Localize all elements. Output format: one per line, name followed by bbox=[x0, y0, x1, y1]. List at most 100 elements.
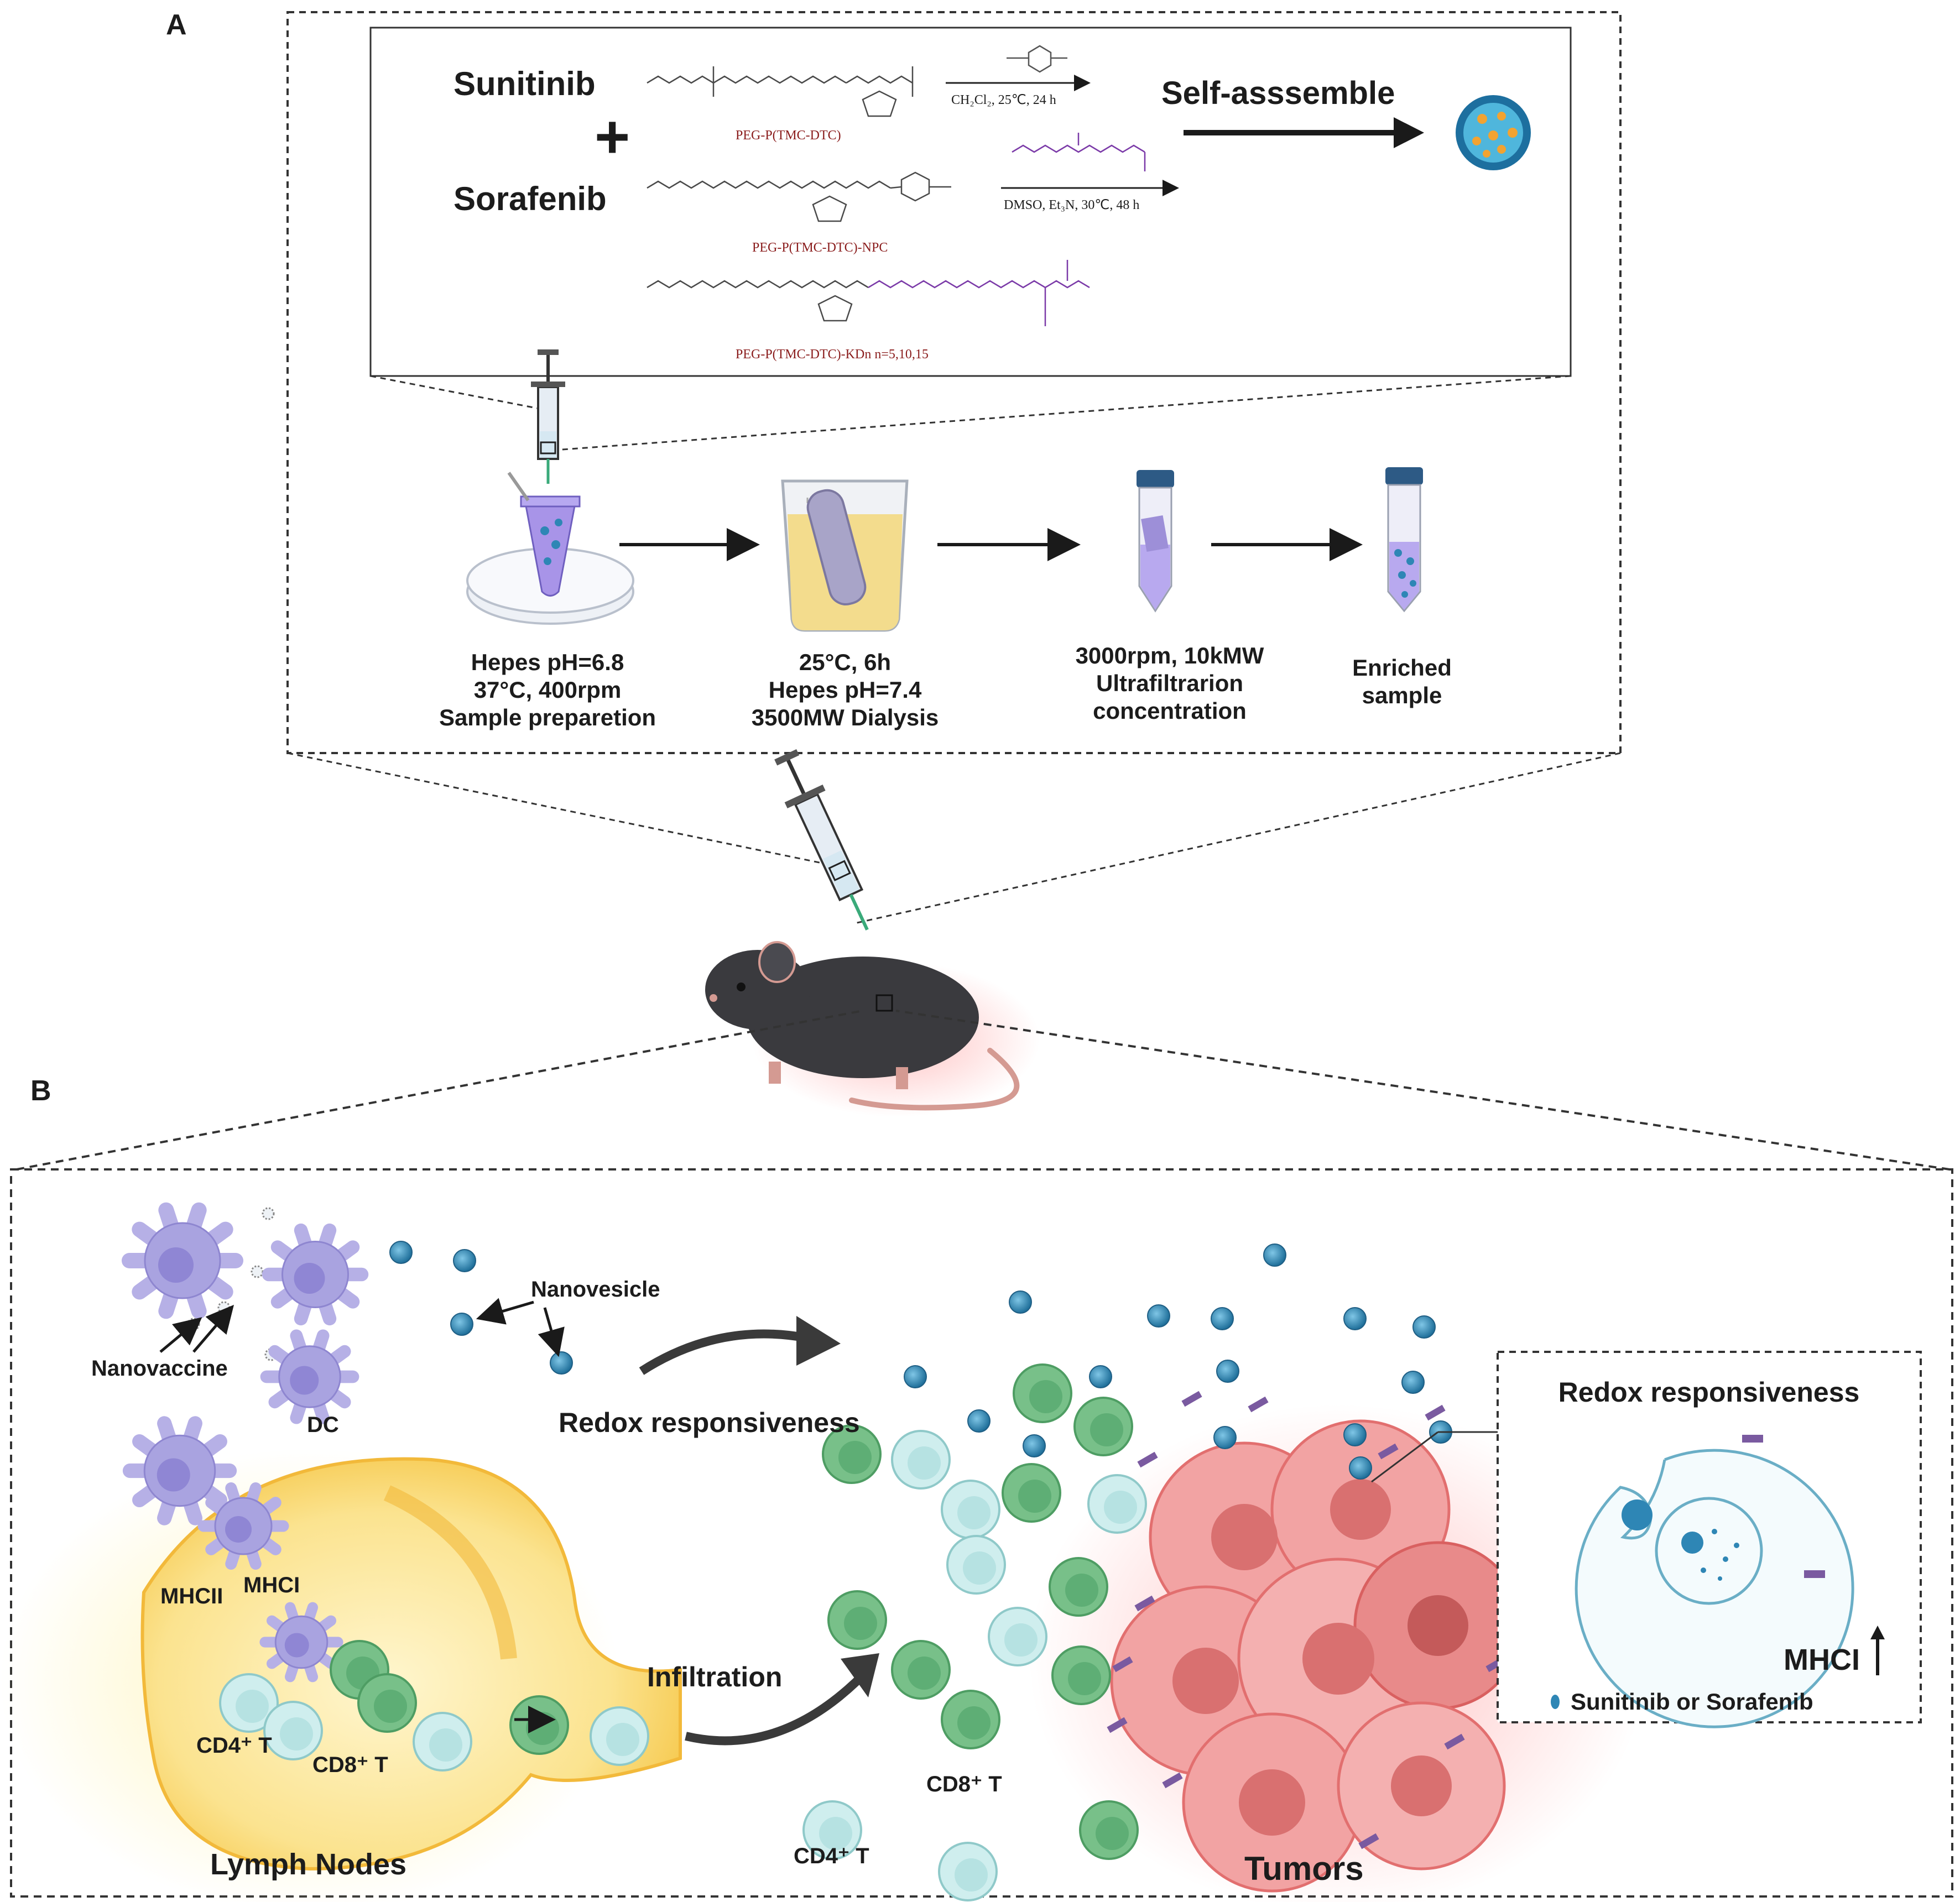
mhci-receptor bbox=[1358, 1833, 1379, 1849]
self-assemble-label: Self-asssemble bbox=[1161, 75, 1395, 111]
nanovesicle bbox=[1216, 1360, 1239, 1383]
nanovesicle bbox=[389, 1241, 413, 1264]
nanovaccine-particle bbox=[262, 1207, 275, 1220]
cd4-t-cell-nucleus bbox=[1104, 1491, 1137, 1524]
nanovesicle bbox=[1023, 1434, 1046, 1457]
step-3-line-1: 3000rpm, 10kMW bbox=[1076, 642, 1264, 668]
cd4-t-cell-nucleus bbox=[236, 1690, 269, 1723]
step-1-line-3: Sample preparetion bbox=[439, 704, 656, 730]
zoom-line-a-left bbox=[287, 752, 847, 869]
nanovaccine-particle bbox=[251, 1265, 264, 1278]
cd8-t-cell-nucleus bbox=[908, 1657, 941, 1690]
step-1-caption: Hepes pH=6.8 37°C, 400rpm Sample prepare… bbox=[439, 649, 656, 730]
structure-peg-p-tmc-dtc bbox=[647, 66, 914, 117]
infiltration-curved-arrow bbox=[685, 1672, 866, 1746]
dendritic-cell bbox=[262, 1223, 369, 1326]
structure-peg-p-tmc-dtc-npc bbox=[647, 171, 951, 222]
reagent-npc bbox=[1007, 45, 1067, 73]
step-3-line-2: Ultrafiltrarion bbox=[1096, 670, 1243, 696]
panel-b-label: B bbox=[30, 1075, 51, 1107]
nanovesicle bbox=[1401, 1371, 1425, 1394]
panel-a-label: A bbox=[166, 9, 187, 41]
tumors-label: Tumors bbox=[1244, 1850, 1364, 1887]
nanovesicle-arrow-2 bbox=[538, 1307, 565, 1357]
zoom-line-a-right bbox=[854, 752, 1621, 924]
mhcii-label: MHCII bbox=[160, 1584, 223, 1608]
nanovesicle bbox=[1343, 1423, 1367, 1446]
nanovesicle bbox=[1349, 1456, 1372, 1480]
mouse-illustration bbox=[705, 941, 1040, 1117]
step-2-line-3: 3500MW Dialysis bbox=[752, 704, 939, 730]
zoom-line-b-right bbox=[895, 1010, 1950, 1171]
injection-syringe bbox=[774, 749, 869, 931]
structure-kd-tail bbox=[868, 260, 1090, 326]
mhci-receptor bbox=[1444, 1733, 1465, 1750]
cd4-t-cell-nucleus bbox=[606, 1723, 639, 1756]
cd4-t-cell-nucleus bbox=[957, 1496, 991, 1529]
mhci-receptor bbox=[1248, 1396, 1269, 1413]
infiltration-curved-arrow-head bbox=[841, 1653, 879, 1697]
lymph-node-region bbox=[0, 1449, 682, 1902]
cd4-t-cell-nucleus bbox=[963, 1551, 996, 1585]
cd4-t-label-tumor: CD4⁺ T bbox=[794, 1844, 869, 1868]
step-3-line-3: concentration bbox=[1093, 698, 1247, 724]
cd4-t-cell-nucleus bbox=[908, 1446, 941, 1480]
cd8-t-cell-nucleus bbox=[1096, 1817, 1129, 1850]
cd8-t-cell-nucleus bbox=[838, 1441, 872, 1474]
cd8-t-cell-nucleus bbox=[1090, 1413, 1123, 1446]
plus-sign: + bbox=[595, 103, 630, 171]
nanovesicle-label: Nanovesicle bbox=[531, 1277, 660, 1302]
inset-pointer-line bbox=[1371, 1431, 1438, 1483]
dendritic-cell bbox=[260, 1329, 359, 1424]
synthesis-box bbox=[369, 27, 1572, 377]
cd8-t-cell-nucleus bbox=[374, 1690, 407, 1723]
drug-sunitinib: Sunitinib bbox=[453, 65, 596, 102]
nanovesicle bbox=[453, 1249, 476, 1272]
mhci-receptor bbox=[1134, 1595, 1155, 1612]
nanovesicle bbox=[550, 1351, 573, 1375]
redox-curved-arrow bbox=[639, 1329, 809, 1375]
nanovaccine-arrow-1 bbox=[159, 1317, 202, 1353]
step-2-line-2: Hepes pH=7.4 bbox=[769, 677, 922, 703]
nanovesicle bbox=[1213, 1426, 1237, 1449]
step-3-caption: 3000rpm, 10kMW Ultrafiltrarion concentra… bbox=[1076, 642, 1264, 724]
cd8-t-cell-nucleus bbox=[1065, 1574, 1098, 1607]
nanovaccine-particle bbox=[217, 1301, 231, 1314]
step-2-caption: 25°C, 6h Hepes pH=7.4 3500MW Dialysis bbox=[752, 649, 939, 730]
polymer-3-name: PEG-P(TMC-DTC)-KDn n=5,10,15 bbox=[736, 347, 929, 362]
nanovesicle bbox=[450, 1313, 473, 1336]
nanovesicle bbox=[1089, 1365, 1112, 1388]
mhci-receptor bbox=[1137, 1451, 1158, 1468]
step-4-line-1: Enriched bbox=[1352, 655, 1452, 681]
dendritic-cell bbox=[122, 1202, 243, 1319]
reagent-kd bbox=[1012, 133, 1146, 171]
structure-peg-p-tmc-dtc-kdn bbox=[647, 280, 869, 322]
redox-responsiveness-label: Redox responsiveness bbox=[559, 1407, 860, 1438]
mhci-receptor bbox=[1181, 1391, 1202, 1407]
tumor-mass bbox=[1029, 1404, 1648, 1902]
dendritic-cell bbox=[122, 1416, 237, 1525]
mhci-receptor bbox=[1107, 1717, 1128, 1733]
cd8-t-cell-nucleus bbox=[1029, 1380, 1062, 1413]
mhci-receptor bbox=[1162, 1772, 1183, 1789]
ultrafiltration-tube-illustration bbox=[1137, 470, 1174, 613]
redox-inset: Redox responsiveness MHCI Sunitinib or S… bbox=[1497, 1351, 1922, 1728]
cd8-t-cell-nucleus bbox=[844, 1607, 877, 1640]
mhci-receptor bbox=[1378, 1443, 1399, 1460]
nanovaccine-arrow-2 bbox=[192, 1304, 234, 1353]
inset-mhci-label: MHCI bbox=[1784, 1643, 1860, 1676]
panel-a-frame bbox=[286, 11, 1622, 754]
mhci-label: MHCI bbox=[243, 1573, 300, 1597]
step-2-line-1: 25°C, 6h bbox=[799, 649, 891, 675]
reaction-condition-2: DMSO, Et₃N, 30℃, 48 h bbox=[1004, 198, 1139, 212]
dialysis-beaker-illustration bbox=[781, 479, 909, 632]
inset-legend-label: Sunitinib or Sorafenib bbox=[1571, 1689, 1813, 1715]
cd4-t-label-lymph: CD4⁺ T bbox=[196, 1733, 272, 1758]
mhci-receptor bbox=[1112, 1656, 1133, 1673]
dc-label: DC bbox=[307, 1413, 339, 1437]
infiltration-label: Infiltration bbox=[647, 1661, 782, 1692]
inset-title: Redox responsiveness bbox=[1558, 1377, 1860, 1408]
step-4-caption: Enriched sample bbox=[1352, 655, 1452, 708]
nanovesicle bbox=[1147, 1304, 1170, 1328]
